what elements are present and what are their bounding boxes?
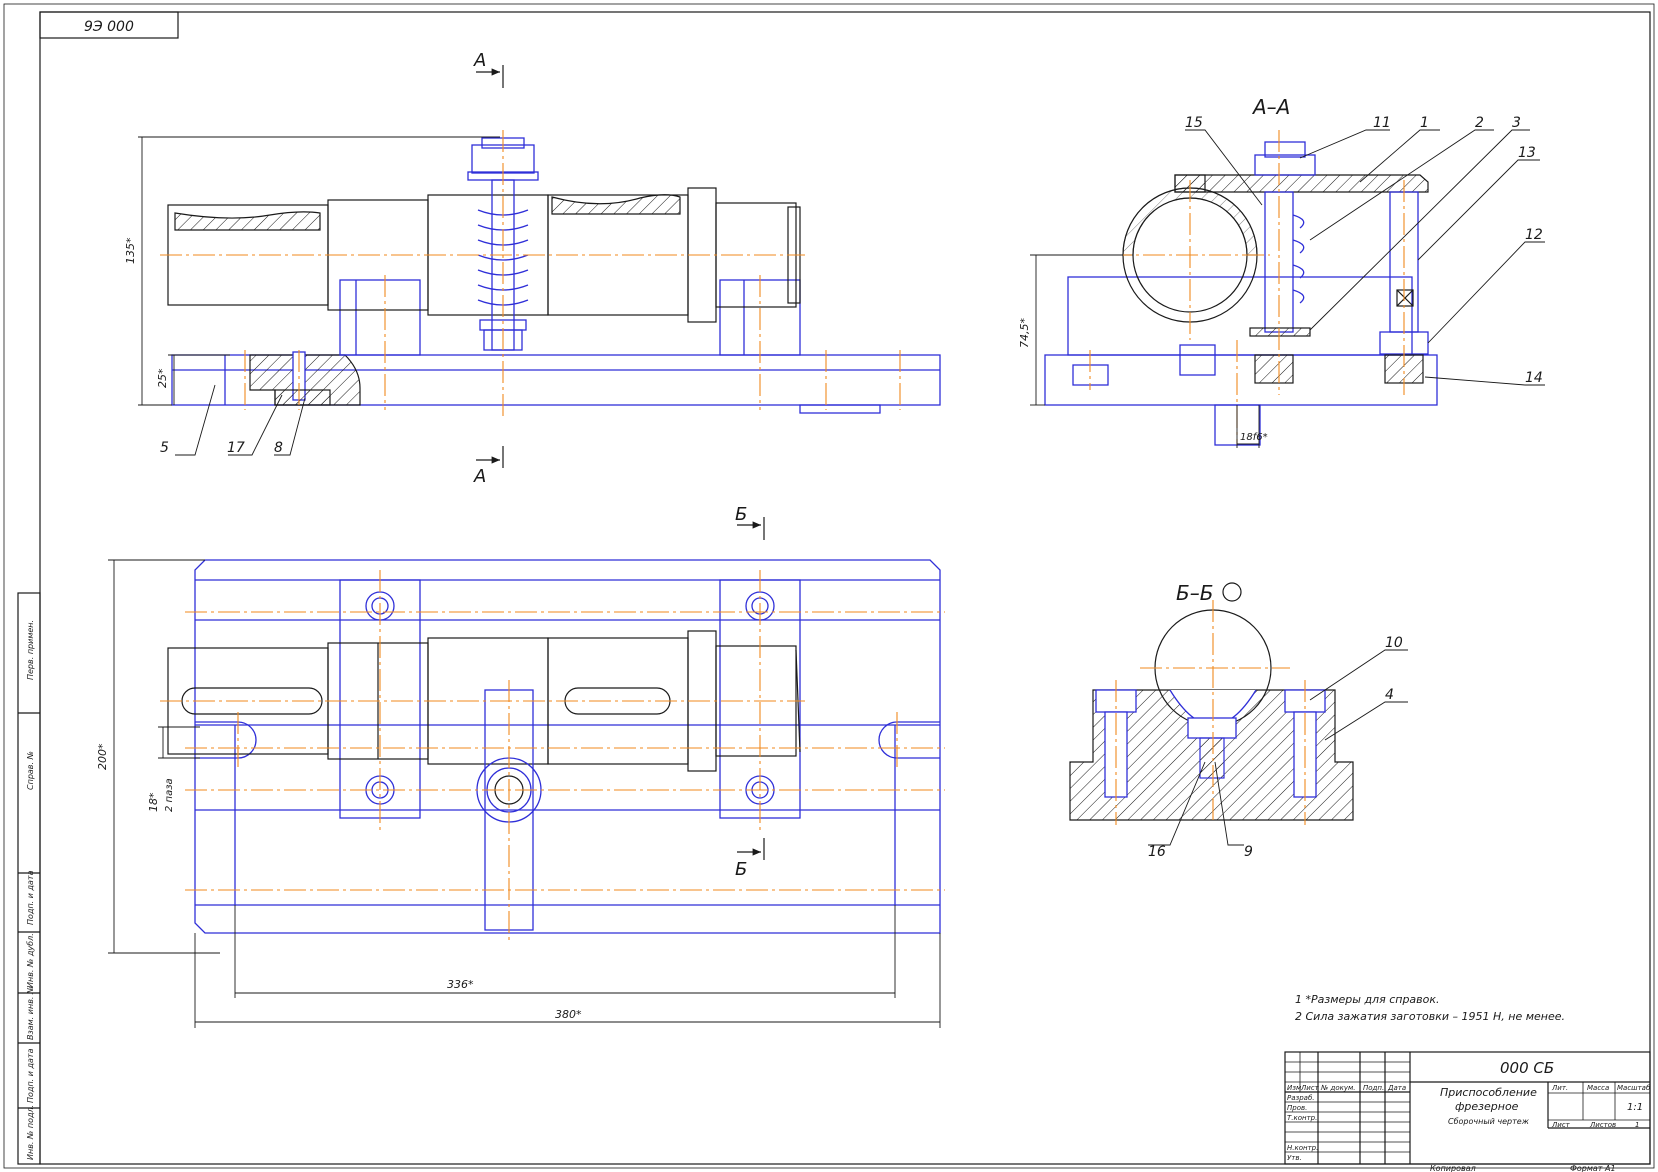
section-bb-title: Б–Б [1176,581,1213,605]
tb-listov-label: Листов [1589,1121,1616,1129]
tb-lit: Лит. [1551,1084,1568,1092]
tb-designation: 000 СБ [1500,1059,1554,1077]
label-11: 11 [1373,115,1391,131]
tb-col-sign: Подп. [1363,1084,1384,1092]
stamp-inv-dubl: Инв. № дубл. [26,933,35,988]
front-section-mark-bottom: А [473,466,486,487]
section-aa-dim-key: 18f6* [1240,432,1268,443]
stamp-perv-primen: Перв. примен. [26,620,35,680]
section-aa-view: А–А 74 [1018,95,1545,448]
stamp-inv-podl: Инв. № подл. [26,1105,35,1160]
note-1: 1 *Размеры для справок. [1295,993,1440,1006]
code-box-text: 9Э 000 [84,19,134,35]
label-9: 9 [1244,844,1253,860]
tb-col-list: Лист [1300,1084,1320,1092]
code-box [39,11,179,39]
label-2: 2 [1475,115,1484,131]
tb-row-tkontr: Т.контр. [1287,1114,1317,1122]
rotated-view-icon [1222,582,1242,602]
tb-doc-type: Сборочный чертеж [1448,1117,1530,1126]
tb-list-label: Лист [1551,1121,1571,1129]
stamp-podp-data-1: Подп. и дата [26,870,35,925]
front-dim-base: 25* [156,368,169,388]
section-aa-dim-height: 74,5* [1018,318,1031,348]
stamp-vzam-inv: Взам. инв. № [26,986,35,1040]
label-4: 4 [1385,687,1394,703]
label-16: 16 [1148,844,1166,860]
plan-view: Б Б 200* 18* 2 паза 336* 380* [96,504,945,1028]
sheet-frame: 9Э 000 [3,3,1655,1169]
plan-dim-outer: 380* [555,1008,582,1021]
plan-section-mark-top: Б [735,504,747,525]
label-12: 12 [1525,227,1543,243]
label-10: 10 [1385,635,1403,651]
plan-dim-hole-note: 2 паза [164,778,175,812]
plan-dim-inner: 336* [447,978,474,991]
tb-col-doc: № докум. [1320,1084,1356,1092]
title-block: Изм Лист № докум. Подп. Дата Разраб. Про… [1284,1051,1651,1172]
tb-col-date: Дата [1387,1084,1406,1092]
label-14: 14 [1525,370,1543,386]
tb-listov-value: 1 [1635,1121,1639,1129]
label-15: 15 [1185,115,1203,131]
section-aa-title: А–А [1251,95,1290,119]
technical-notes: 1 *Размеры для справок. 2 Сила зажатия з… [1295,993,1565,1023]
tb-row-nkontr: Н.контр. [1287,1144,1318,1152]
plan-section-mark-bottom: Б [735,859,747,880]
tb-row-utv: Утв. [1287,1154,1302,1162]
tb-col-izm: Изм [1287,1084,1302,1092]
front-view: А А 135* 25* 5 17 8 [124,50,941,487]
tb-row-razrab: Разраб. [1287,1094,1315,1102]
note-2: 2 Сила зажатия заготовки – 1951 Н, не ме… [1295,1010,1565,1023]
stamp-podp-data-2: Подп. и дата [26,1048,35,1103]
plan-dim-hole: 18* [147,792,160,812]
front-section-mark-top: А [473,50,486,71]
front-dim-height: 135* [124,237,137,264]
label-3: 3 [1512,115,1521,131]
stamp-sprav: Справ. № [26,751,35,790]
tb-scale-value: 1:1 [1627,1102,1643,1113]
label-17: 17 [227,440,245,456]
tb-massa: Масса [1587,1084,1609,1092]
label-8: 8 [274,440,283,456]
tb-format: Формат А1 [1570,1164,1616,1172]
side-stamp: Перв. примен. Справ. № Подп. и дата Инв.… [17,592,41,1165]
plan-dim-width: 200* [96,743,109,770]
tb-copied: Копировал [1430,1164,1476,1172]
label-1: 1 [1420,115,1429,131]
label-13: 13 [1518,145,1536,161]
section-bb-view: Б–Б 10 4 16 9 [1069,581,1408,860]
tb-masshtab: Масштаб [1617,1084,1651,1092]
tb-name-line1: Приспособление [1440,1086,1537,1099]
tb-row-prov: Пров. [1287,1104,1307,1112]
tb-name-line2: фрезерное [1455,1100,1519,1113]
label-5: 5 [160,440,169,456]
